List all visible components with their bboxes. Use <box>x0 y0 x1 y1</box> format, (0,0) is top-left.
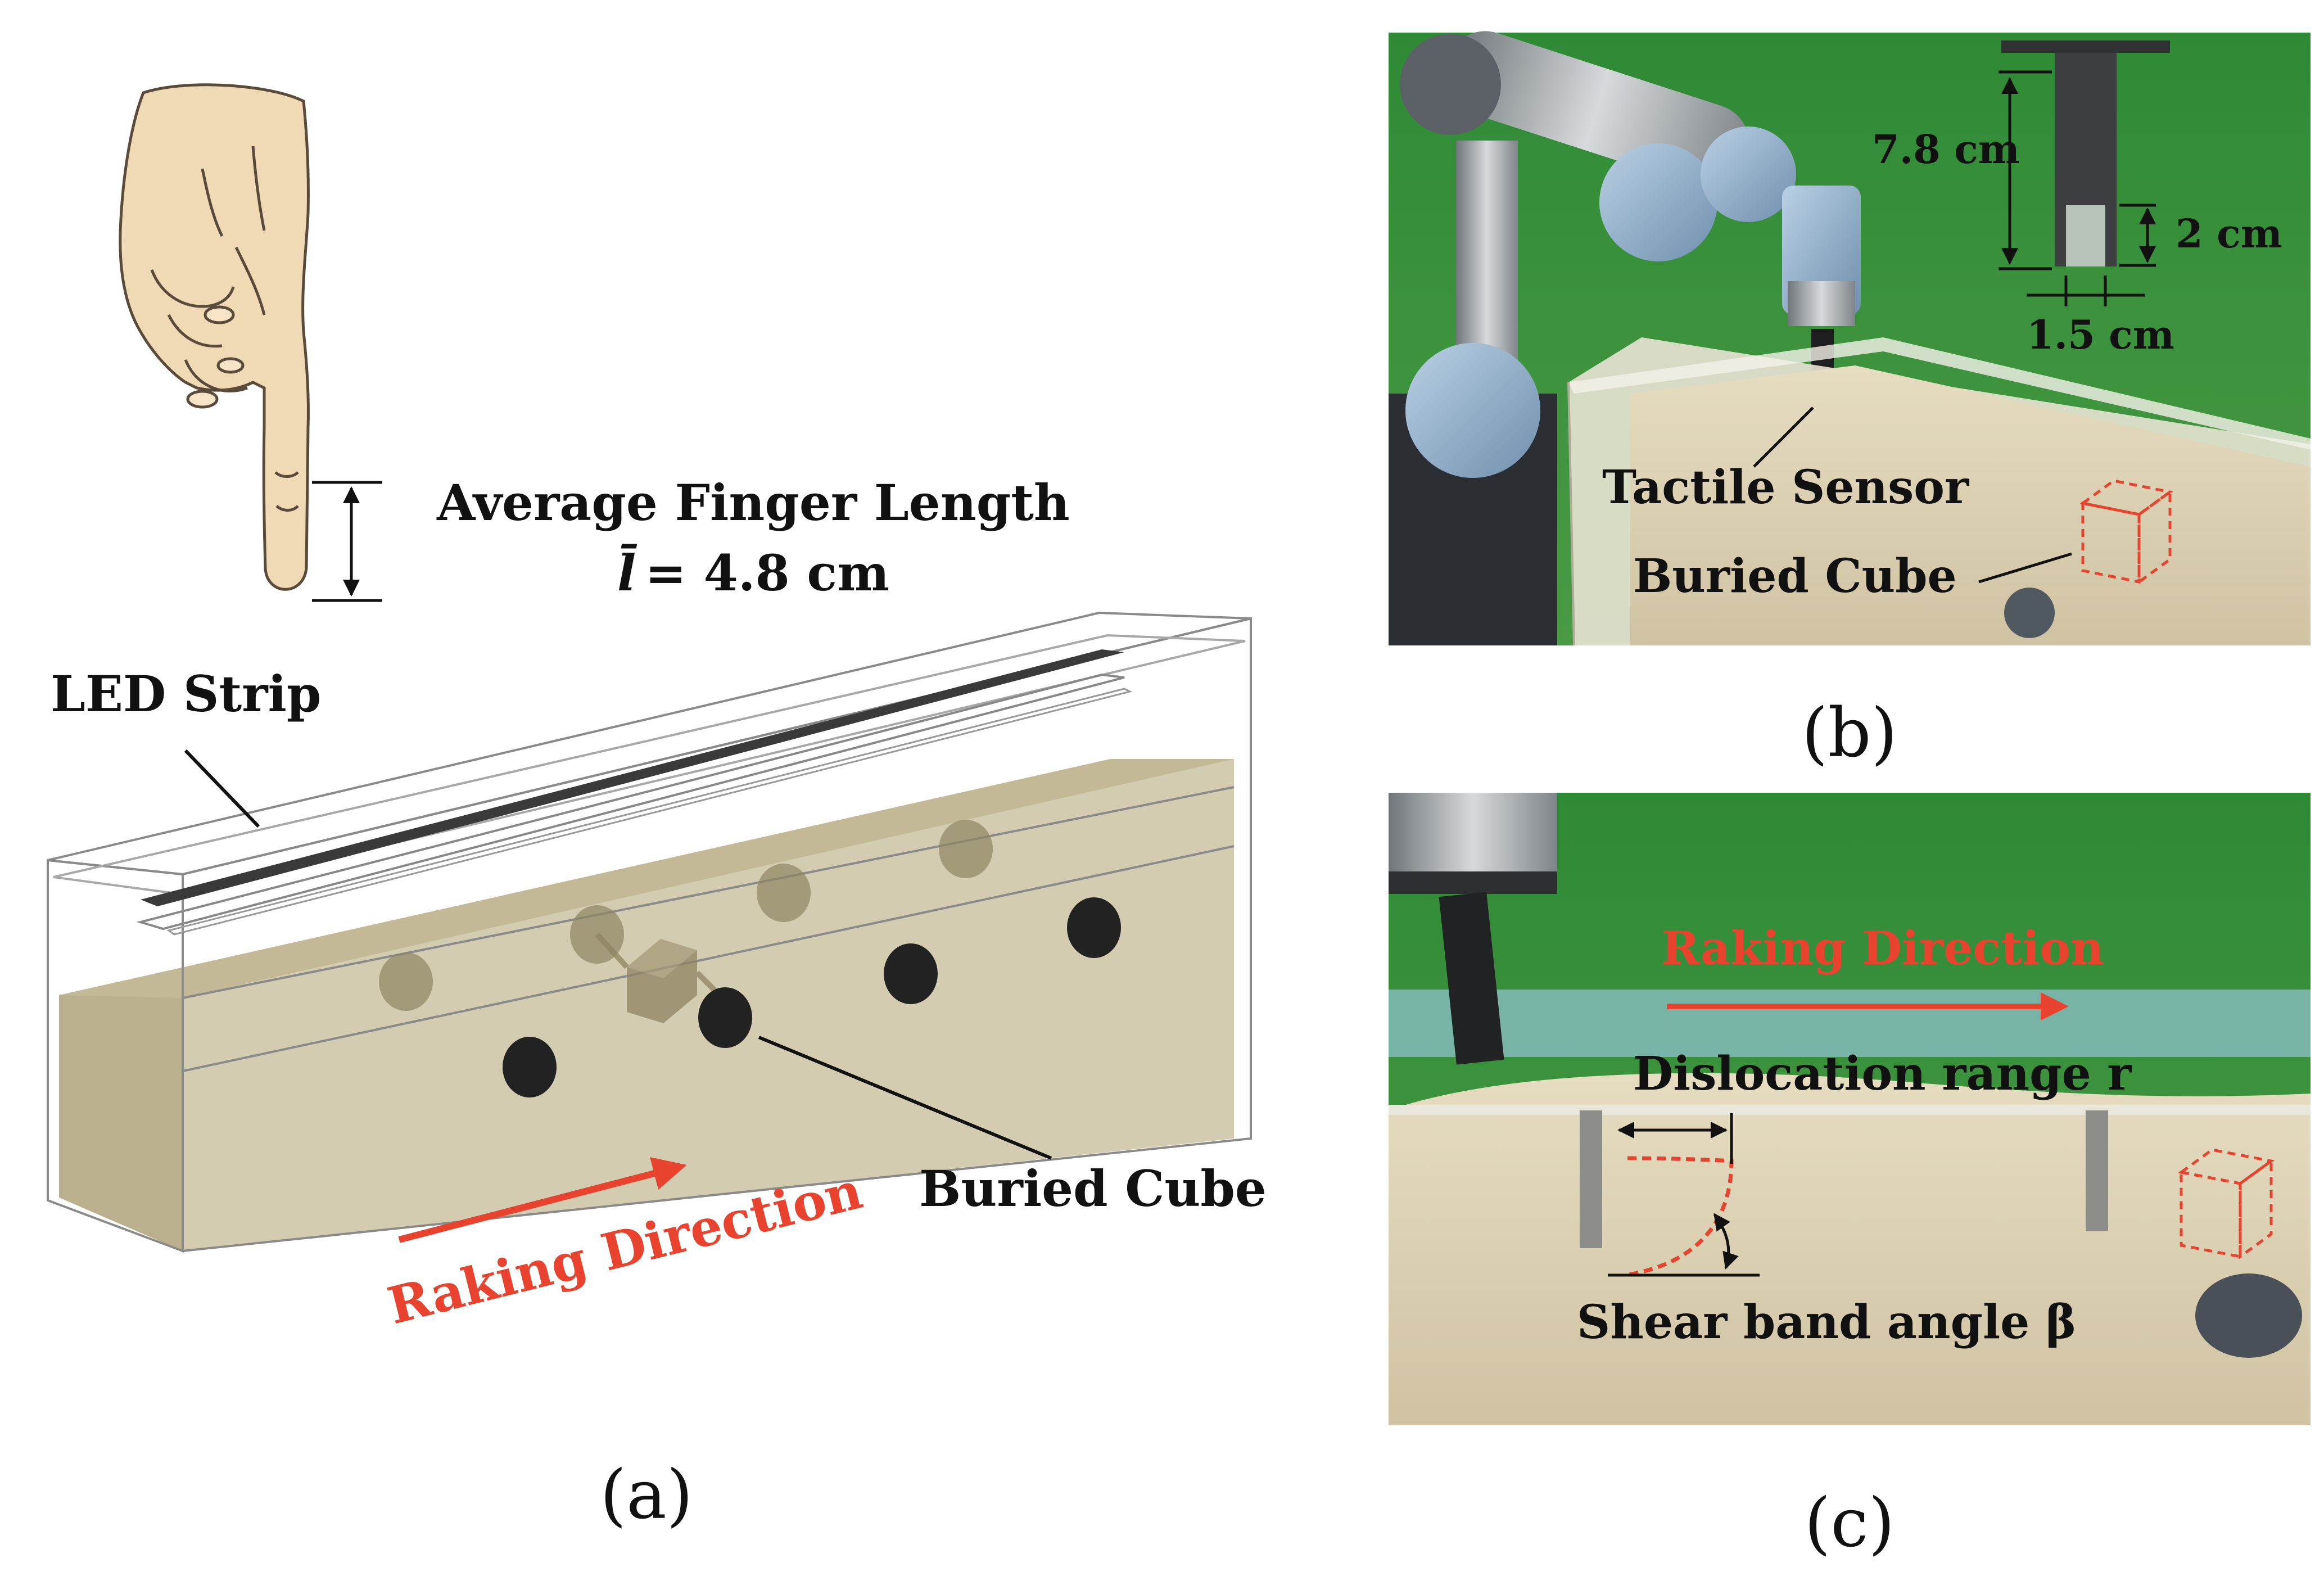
sensor-height-label: 7.8 cm <box>1872 126 2020 173</box>
tactile-sensor-c <box>1439 892 1504 1065</box>
sensor-inset-drawing <box>2001 40 2170 266</box>
marker-back-4 <box>939 820 993 878</box>
buried-cube-marker-c <box>2177 1148 2275 1259</box>
marker-back-3 <box>757 864 811 922</box>
marker-front-3 <box>884 943 938 1004</box>
photo-c: Raking Direction Dislocation range r She… <box>1389 793 2311 1425</box>
buried-cube-drawing <box>595 932 727 1023</box>
marker-front-4 <box>1067 897 1121 958</box>
buried-cube-leader-b <box>1978 552 2072 584</box>
panel-c: Raking Direction Dislocation range r She… <box>1389 793 2311 1562</box>
shear-band-angle-label: Shear band angle β <box>1577 1295 2076 1349</box>
buried-cube-marker-b <box>2079 479 2174 585</box>
buried-cube-label: Buried Cube <box>919 1159 1267 1218</box>
finger-length-formula: l̄= 4.8 cm <box>617 543 889 602</box>
finger-length-dimension <box>312 481 382 602</box>
finger-length-title: Average Finger Length <box>436 473 1070 532</box>
sensor-width-label: 1.5 cm <box>2027 311 2174 358</box>
raking-direction-label-c: Raking Direction <box>1661 922 2104 975</box>
photo-b: 7.8 cm 2 cm 1.5 cm Tactile Sensor Buried… <box>1389 31 2311 646</box>
sand-top-surface <box>59 759 1234 998</box>
dislocation-range-label: Dislocation range r <box>1633 1047 2132 1101</box>
finger-length-value: = 4.8 cm <box>645 544 889 602</box>
buried-cube-leader <box>758 1036 1052 1160</box>
panel-a: Average Finger Length l̄= 4.8 cm <box>47 83 1267 1534</box>
shear-band-curve <box>1624 1156 1734 1277</box>
marker-front-2 <box>698 987 752 1048</box>
panel-b: 7.8 cm 2 cm 1.5 cm Tactile Sensor Buried… <box>1389 31 2311 773</box>
buried-cube-label-b: Buried Cube <box>1633 549 1957 603</box>
raking-direction-arrow-a <box>398 1157 687 1243</box>
caption-b: (b) <box>1802 694 1897 773</box>
hand-illustration <box>119 83 310 591</box>
shear-angle-arrow <box>1713 1213 1739 1270</box>
tactile-sensor-label: Tactile Sensor <box>1602 460 1970 514</box>
sand-front-face <box>59 995 183 1251</box>
caption-c: (c) <box>1805 1484 1895 1562</box>
caption-a: (a) <box>600 1456 693 1534</box>
tactile-sensor-leader <box>1753 406 1814 468</box>
marker-front-1 <box>503 1037 557 1097</box>
led-strip-leader <box>184 749 260 828</box>
led-strip-label: LED Strip <box>51 665 321 723</box>
sand-tank <box>47 611 1252 1253</box>
finger-length-symbol: l̄ <box>617 543 637 602</box>
marker-back-1 <box>379 952 433 1011</box>
sensor-pad-label: 2 cm <box>2176 210 2282 257</box>
led-strip <box>141 649 1124 906</box>
